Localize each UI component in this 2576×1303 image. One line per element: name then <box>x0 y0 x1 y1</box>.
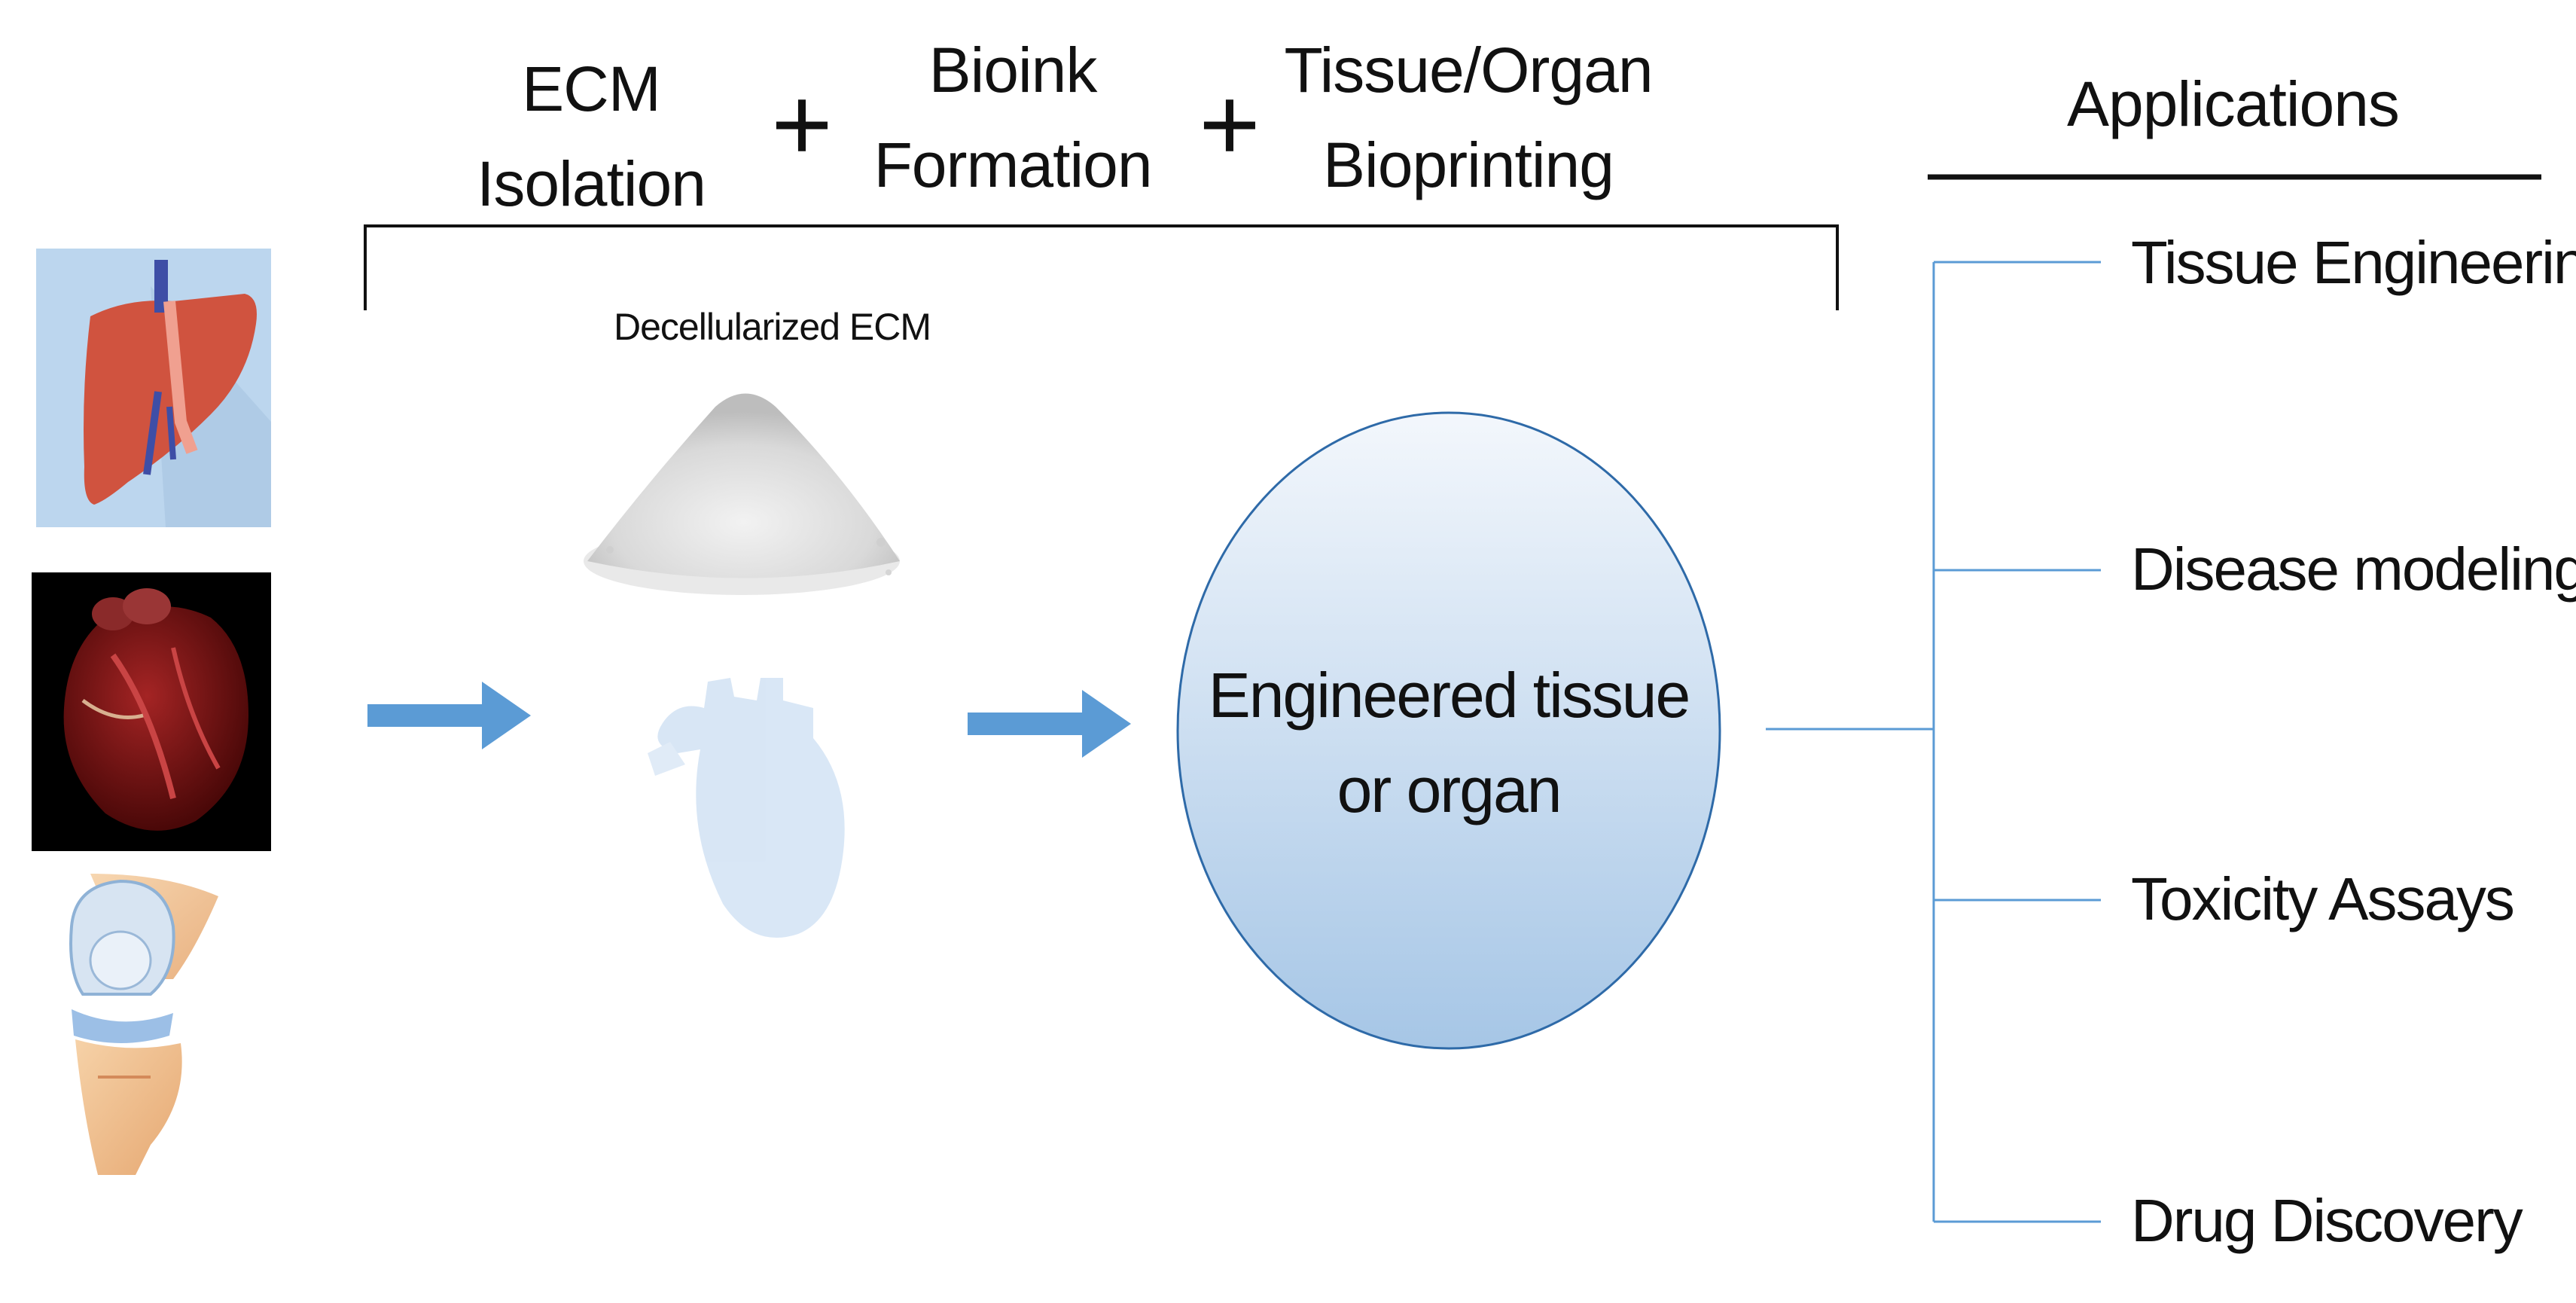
step-bioink-formation: Bioink Formation <box>873 35 1152 200</box>
liver-icon <box>36 249 271 527</box>
application-item: Toxicity Assays <box>2131 865 2515 932</box>
result-ellipse <box>1176 411 1721 1050</box>
application-item: Drug Discovery <box>2131 1187 2523 1254</box>
step-ecm-isolation: ECM Isolation <box>477 53 706 219</box>
step-tissue-organ-bioprinting: Tissue/Organ Bioprinting <box>1284 35 1653 200</box>
applications-connectors <box>1766 261 2101 1223</box>
plus-sign: + <box>1199 65 1261 183</box>
arrow-to-result <box>968 690 1131 758</box>
knee-joint-icon <box>69 874 218 1175</box>
ecm-powder-icon <box>584 393 900 595</box>
engineered-tissue-label: Engineered tissue or organ <box>1208 660 1690 825</box>
heart-icon <box>32 572 271 851</box>
decellularized-ecm-label: Decellularized ECM <box>614 306 931 348</box>
ghost-heart-icon <box>648 678 845 938</box>
application-item: Disease modeling <box>2131 536 2576 603</box>
applications-title: Applications <box>2067 69 2400 139</box>
steps-bracket <box>364 224 1839 310</box>
arrow-to-ecm <box>367 682 531 749</box>
application-item: Tissue Engineering <box>2131 229 2576 296</box>
plus-sign: + <box>771 65 833 183</box>
